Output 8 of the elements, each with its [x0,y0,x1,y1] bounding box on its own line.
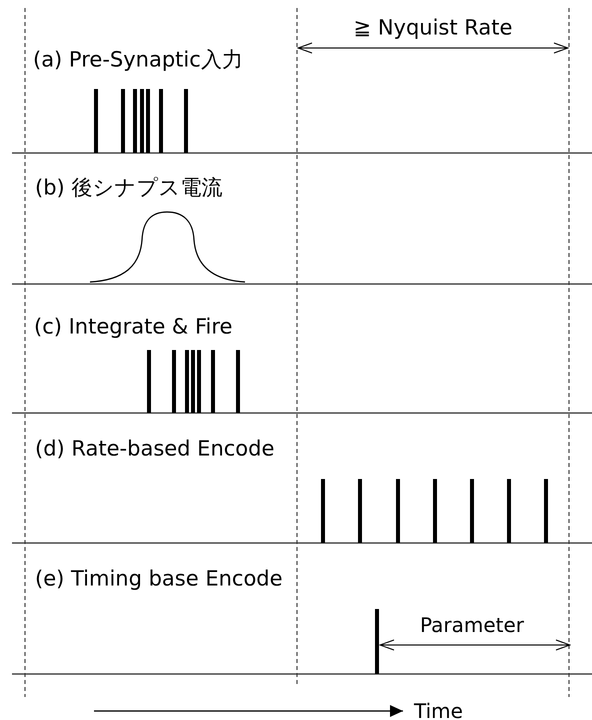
dimension-label: ≧ Nyquist Rate [354,18,512,38]
panel-label: (b) 後シナプス電流 [35,178,222,198]
panel-label: (c) Integrate & Fire [34,316,232,338]
panel-label: (a) Pre-Synaptic入力 [33,50,243,70]
panel-label: (d) Rate-based Encode [35,438,274,460]
dimension-label: Parameter [420,615,524,635]
axis-label: Time [414,701,463,720]
panel-label: (e) Timing base Encode [35,568,283,590]
